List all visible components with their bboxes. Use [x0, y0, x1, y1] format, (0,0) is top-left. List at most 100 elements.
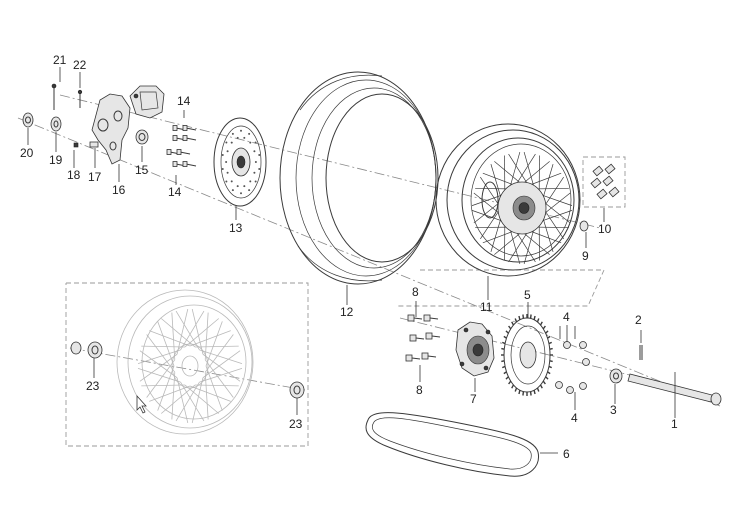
- sprocket-tooth: [539, 384, 543, 389]
- callout-12: 12: [340, 305, 354, 319]
- ghost-spoke: [146, 359, 176, 398]
- disc-hole: [230, 180, 233, 183]
- callout-23-right: 23: [289, 417, 303, 431]
- sprocket-tooth: [549, 360, 553, 363]
- sprocket-tooth: [547, 371, 551, 375]
- disc-hole: [225, 161, 228, 163]
- disc-bolt-head: [172, 135, 178, 141]
- callout-7: 7: [470, 392, 477, 406]
- ghost-spoke: [175, 381, 200, 422]
- cotter-pin: [639, 345, 643, 360]
- ghost-spoke: [204, 312, 209, 360]
- sprocket-tooth: [505, 376, 509, 380]
- ghost-spoke: [194, 345, 239, 348]
- carrier-bolt-shank: [411, 357, 421, 360]
- carrier-bolt-head: [407, 314, 415, 322]
- dowel: [73, 142, 79, 148]
- sprocket-tooth: [536, 318, 540, 323]
- disc-hole: [221, 167, 224, 170]
- callout-22: 22: [73, 58, 87, 72]
- sprocket-tooth: [542, 325, 546, 330]
- spoked-wheel-rim: [435, 123, 581, 277]
- leader-lines: [27, 67, 676, 454]
- ghost-spoke: [157, 365, 175, 411]
- alternative-wheel-ghost: [116, 289, 254, 435]
- sprocket-nuts: [555, 341, 590, 394]
- disc-hole: [231, 189, 234, 192]
- disc-hole: [258, 154, 261, 157]
- disc-hole: [231, 132, 234, 135]
- ghost-spoke: [184, 384, 220, 414]
- bracket-pin: [89, 141, 99, 148]
- disc-bolt-head: [182, 125, 188, 131]
- balance-weights: [590, 163, 620, 200]
- sprocket-tooth: [533, 315, 536, 320]
- disc-hole: [249, 141, 252, 144]
- callout-11: 11: [480, 300, 493, 314]
- ghost-spoke: [194, 384, 239, 387]
- wheel-bearing-left: [70, 341, 103, 359]
- mouse-cursor-icon: [136, 394, 147, 414]
- disc-bolt-head: [182, 161, 188, 167]
- sprocket-tooth: [501, 365, 506, 369]
- sprocket-tooth: [547, 335, 551, 339]
- callout-labels: 1 2 3 4 4 5 6 7 8 8 9 10 11 12 13 14 14 …: [20, 53, 678, 461]
- sprocket-tooth: [508, 380, 512, 385]
- sprocket-carrier: [455, 321, 495, 377]
- disc-hole: [236, 185, 239, 188]
- sprocket-tooth: [548, 365, 553, 369]
- sprocket-tooth: [549, 347, 553, 350]
- disc-hole: [253, 171, 256, 174]
- disc-hole: [240, 192, 242, 195]
- sprocket-carrier-bolts: [405, 314, 441, 362]
- callout-3: 3: [610, 403, 617, 417]
- ghost-spoke: [139, 353, 178, 382]
- callout-8-top: 8: [412, 285, 419, 299]
- ghost-spoke: [149, 385, 191, 402]
- rear-sprocket: [501, 314, 553, 396]
- sprocket-tooth: [518, 315, 521, 320]
- callout-23-left: 23: [86, 379, 100, 393]
- callout-20: 20: [20, 146, 34, 160]
- disc-hole: [230, 141, 233, 144]
- callout-15: 15: [135, 163, 149, 177]
- carrier-bolt-head: [423, 314, 431, 322]
- sprocket-tooth: [508, 325, 512, 330]
- disc-bolt: [185, 137, 197, 141]
- disc-bolt-head: [172, 161, 178, 167]
- disc-bolt-head: [182, 135, 188, 141]
- caliper-bracket: [91, 93, 131, 165]
- ghost-spoke: [157, 321, 175, 367]
- disc-hole: [243, 136, 246, 139]
- sprocket-tooth: [511, 384, 515, 389]
- ghost-spoke: [180, 310, 205, 351]
- disc-hole: [258, 167, 261, 170]
- callout-21: 21: [53, 53, 67, 67]
- ghost-spoke: [176, 377, 189, 424]
- ghost-spoke: [149, 330, 191, 347]
- drive-chain: [365, 412, 539, 477]
- sprocket-tooth: [545, 330, 549, 334]
- disc-bolt-head: [176, 149, 182, 155]
- disc-bolt-head: [172, 125, 178, 131]
- ghost-spoke: [199, 368, 243, 383]
- callout-19: 19: [49, 153, 63, 167]
- axle-nut: [22, 112, 34, 128]
- tyre-valve: [579, 220, 589, 232]
- callout-16: 16: [112, 183, 126, 197]
- carrier-bolt-head: [425, 332, 433, 340]
- carrier-bolt-shank: [427, 355, 437, 358]
- caliper-screws: [51, 83, 83, 110]
- washer: [50, 116, 62, 132]
- callout-14-bottom: 14: [168, 185, 182, 199]
- disc-hole: [226, 150, 229, 153]
- ghost-spoke: [141, 384, 186, 387]
- disc-hole: [226, 171, 229, 174]
- balance-weight-box: [582, 156, 626, 208]
- ghost-spoke: [175, 310, 200, 351]
- sprocket-tooth: [514, 387, 518, 392]
- sprocket-tooth: [501, 360, 505, 363]
- callout-10: 10: [598, 222, 612, 236]
- wheel-bearing-right: [289, 381, 305, 399]
